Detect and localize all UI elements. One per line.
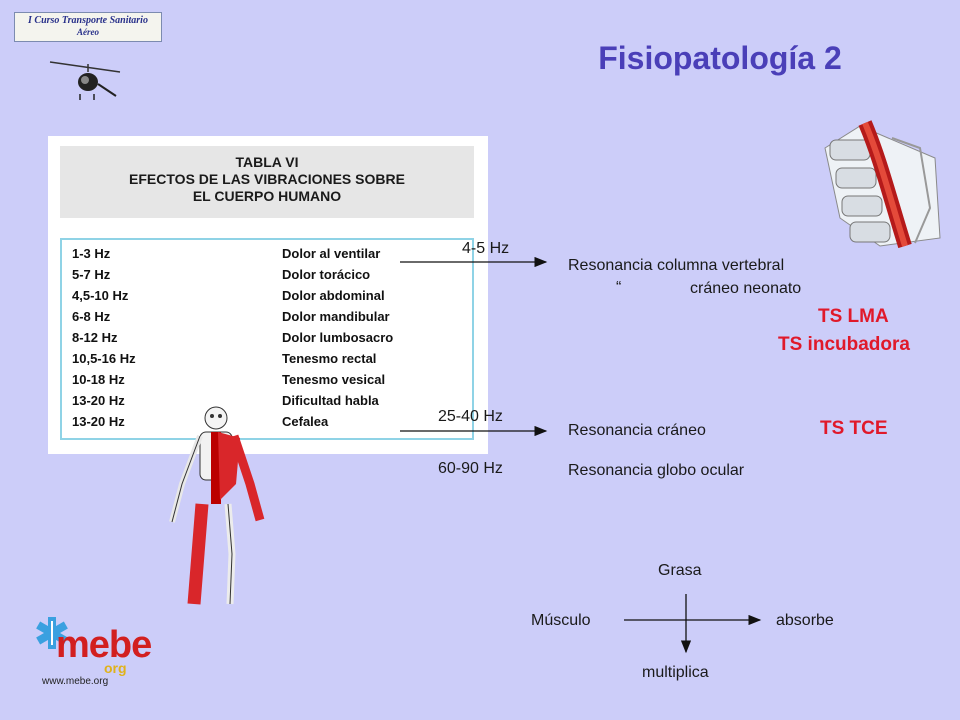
- mebe-logo-suffix: org: [104, 660, 127, 676]
- row-frequency: 1-3 Hz: [72, 246, 111, 261]
- table-row: 1-3 Hz Dolor al ventilar: [72, 246, 462, 266]
- diagram-right-label: absorbe: [776, 612, 834, 629]
- ts-tce-label: TS TCE: [820, 418, 888, 439]
- table-heading-2: EFECTOS DE LAS VIBRACIONES SOBRE: [129, 171, 405, 187]
- row-effect: Tenesmo vesical: [282, 372, 386, 387]
- diagram-left-label: Músculo: [531, 612, 591, 629]
- ditto-mark: “: [616, 279, 622, 296]
- row-effect: Dolor lumbosacro: [282, 330, 394, 345]
- row-effect: Dolor torácico: [282, 267, 371, 282]
- ts-incubadora-label: TS incubadora: [778, 334, 910, 355]
- table-header: TABLA VI EFECTOS DE LAS VIBRACIONES SOBR…: [60, 146, 474, 218]
- table-row: 6-8 Hz Dolor mandibular: [72, 309, 462, 329]
- row-frequency: 4,5-10 Hz: [72, 288, 129, 303]
- row-frequency: 13-20 Hz: [72, 393, 125, 408]
- row-effect: Dificultad habla: [282, 393, 379, 408]
- hz-label-25-40: 25-40 Hz: [438, 408, 503, 425]
- star-of-life-icon: [36, 617, 68, 649]
- row-frequency: 8-12 Hz: [72, 330, 118, 345]
- resonance-spine: Resonancia columna vertebral: [568, 257, 785, 274]
- table-heading-1: TABLA VI: [235, 154, 299, 170]
- vibration-effects-table: TABLA VI EFECTOS DE LAS VIBRACIONES SOBR…: [48, 136, 488, 454]
- diagram-bottom-label: multiplica: [642, 664, 709, 681]
- row-effect: Dolor abdominal: [282, 288, 385, 303]
- row-effect: Dolor mandibular: [282, 309, 390, 324]
- resonance-neonate-skull: cráneo neonato: [690, 280, 802, 297]
- mebe-logo-text: mebe: [56, 624, 152, 666]
- course-logo: I Curso Transporte Sanitario Aéreo: [14, 12, 162, 42]
- spine-illustration: [824, 120, 941, 248]
- human-body-illustration: [169, 406, 265, 605]
- row-effect: Cefalea: [282, 414, 329, 429]
- row-frequency: 5-7 Hz: [72, 267, 111, 282]
- helicopter-icon: [49, 61, 121, 100]
- resonance-skull: Resonancia cráneo: [568, 422, 706, 439]
- hz-label-4-5: 4-5 Hz: [462, 240, 510, 257]
- page-title: Fisiopatología 2: [598, 40, 842, 76]
- table-heading-3: EL CUERPO HUMANO: [192, 188, 342, 204]
- table-row: 10,5-16 Hz Tenesmo rectal: [72, 351, 462, 371]
- table-body: 1-3 Hz Dolor al ventilar 5-7 Hz Dolor torá…: [60, 238, 474, 440]
- table-row: 5-7 Hz Dolor torácico: [72, 267, 462, 287]
- table-row: 13-20 Hz Cefalea: [72, 414, 462, 434]
- table-row: 8-12 Hz Dolor lumbosacro: [72, 330, 462, 350]
- row-frequency: 10-18 Hz: [72, 372, 125, 387]
- resonance-eyeball: Resonancia globo ocular: [568, 462, 745, 479]
- table-row: 13-20 Hz Dificultad habla: [72, 393, 462, 413]
- row-effect: Tenesmo rectal: [282, 351, 377, 366]
- logo-line-1: I Curso Transporte Sanitario: [28, 15, 148, 26]
- row-frequency: 6-8 Hz: [72, 309, 111, 324]
- table-row: 10-18 Hz Tenesmo vesical: [72, 372, 462, 392]
- row-frequency: 10,5-16 Hz: [72, 351, 136, 366]
- table-row: 4,5-10 Hz Dolor abdominal: [72, 288, 462, 308]
- hz-label-60-90: 60-90 Hz: [438, 460, 503, 477]
- row-frequency: 13-20 Hz: [72, 414, 125, 429]
- logo-line-2: Aéreo: [77, 27, 99, 37]
- mebe-url[interactable]: www.mebe.org: [42, 676, 109, 687]
- row-effect: Dolor al ventilar: [282, 246, 381, 261]
- ts-lma-label: TS LMA: [818, 306, 889, 327]
- diagram-top-label: Grasa: [658, 562, 702, 579]
